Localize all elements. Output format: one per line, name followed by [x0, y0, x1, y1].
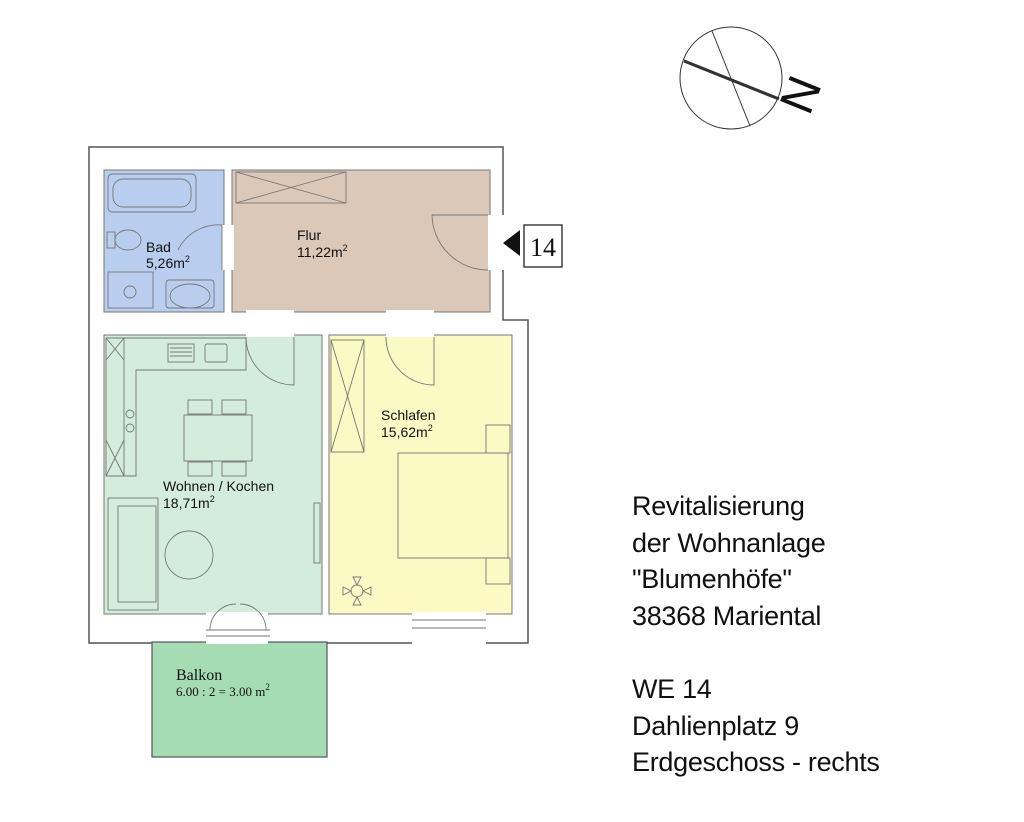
room-label-flur: Flur — [297, 227, 321, 243]
room-wohnen — [103, 334, 323, 615]
room-label-schlafen: Schlafen — [381, 407, 435, 423]
bed — [397, 452, 509, 559]
schlafen-wardrobe — [330, 339, 365, 453]
bathtub — [107, 173, 197, 213]
balcony-door-left — [209, 603, 237, 631]
room-area-flur: 11,22m2 — [297, 243, 348, 260]
room-label-balkon: Balkon — [176, 667, 222, 684]
project-line: der Wohnanlage — [632, 527, 826, 558]
triangle-left-icon — [503, 230, 520, 256]
balcony-door-right — [239, 603, 267, 631]
project-info: Revitalisierung der Wohnanlage "Blumenhö… — [632, 488, 880, 781]
room-balkon — [151, 641, 328, 758]
outer-walls — [88, 146, 529, 644]
sofa — [107, 497, 159, 611]
unit-number: 14 — [530, 233, 556, 262]
room-label-wohnen: Wohnen / Kochen — [163, 478, 274, 494]
room-area-wohnen: 18,71m2 — [163, 494, 215, 511]
entrance-door-swing — [431, 214, 489, 271]
schlafen-door-swing — [385, 336, 435, 386]
coffee-table — [164, 530, 214, 580]
bad-door-swing — [177, 224, 223, 270]
kitchen-counter — [106, 337, 247, 477]
fixtures — [105, 171, 511, 637]
stove-burner — [125, 409, 135, 419]
unit-line: Dahlienplatz 9 — [632, 710, 799, 741]
room-area-schlafen: 15,62m2 — [381, 423, 433, 440]
room-schlafen — [328, 334, 513, 615]
wohnen-door-swing — [245, 336, 295, 386]
unit-line: Erdgeschoss - rechts — [632, 747, 880, 777]
room-area-bad: 5,26m2 — [146, 254, 190, 271]
room-area-balkon: 6.00 : 2 = 3.00 m2 — [176, 682, 270, 699]
plant-icon — [342, 576, 372, 606]
room-bad — [103, 169, 225, 313]
wardrobe — [235, 171, 347, 204]
room-flur — [231, 169, 491, 313]
compass-label: N — [770, 69, 832, 121]
project-line: 38368 Mariental — [632, 600, 822, 631]
sink — [167, 343, 195, 363]
compass-icon — [679, 26, 783, 130]
project-line: Revitalisierung — [632, 491, 805, 521]
dining-table — [183, 414, 253, 462]
unit-line: WE 14 — [632, 674, 712, 704]
entrance-marker: 14 — [503, 224, 563, 268]
project-line: "Blumenhöfe" — [632, 564, 792, 594]
room-label-bad: Bad — [146, 239, 171, 255]
